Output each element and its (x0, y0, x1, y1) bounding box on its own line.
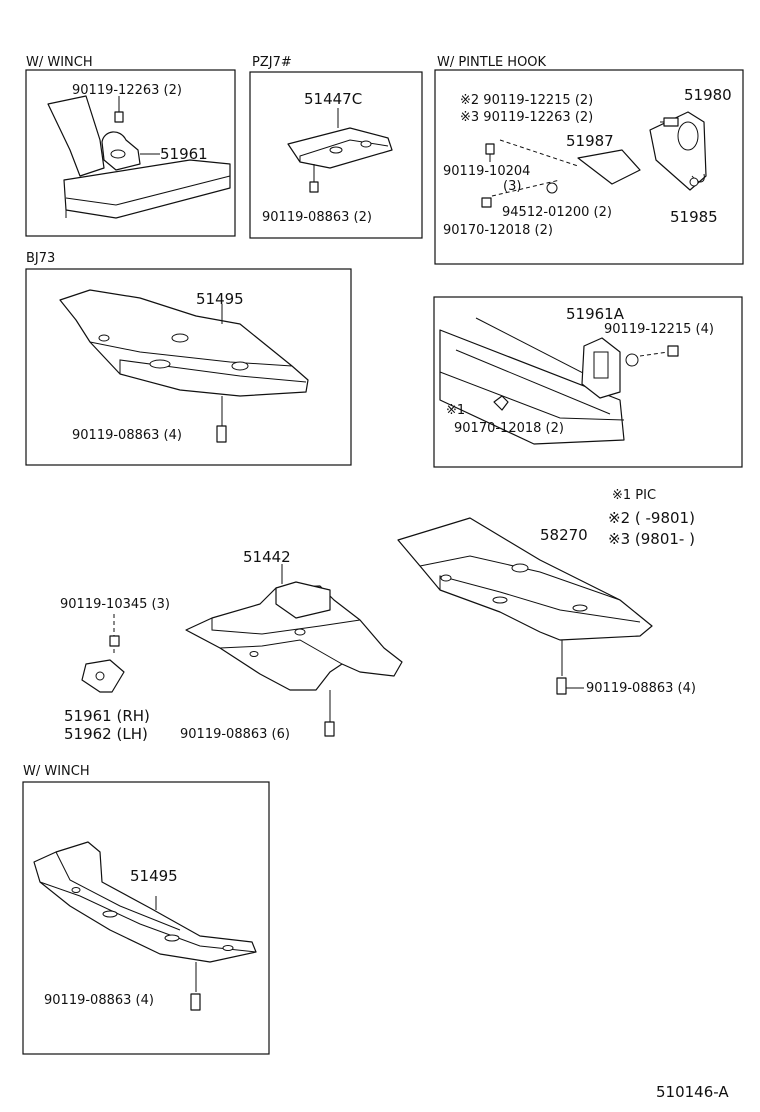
pzj7-plate-drawing (287, 108, 393, 193)
label-w1-bolt: 90119-12263 (2) (72, 83, 182, 98)
note-3: ※3 (9801- ) (608, 530, 695, 548)
winch-skid-plate-drawing (33, 841, 257, 1011)
label-tp-nut: 90170-12018 (2) (454, 421, 564, 436)
label-tp-part: 51961A (566, 305, 625, 323)
panel-pintle-hook (434, 69, 744, 265)
label-ph-pin: 51985 (670, 208, 718, 226)
panel-bj73 (25, 268, 352, 466)
towing-pipe-drawing (439, 317, 679, 445)
label-ph-nut: 90170-12018 (2) (443, 223, 553, 238)
label-tp-bolt: 90119-12215 (4) (604, 322, 714, 337)
panel-winch-bottom (22, 781, 270, 1055)
label-tp-mark: ※1 (446, 403, 465, 418)
panel-pzj7 (249, 71, 423, 239)
pintle-hook-drawing (481, 111, 707, 208)
label-c-bolt: 90119-08863 (6) (180, 727, 290, 742)
label-bj-part: 51495 (196, 290, 244, 308)
note-1: ※1 PIC (612, 488, 656, 503)
bj73-skid-plate-drawing (59, 289, 309, 443)
label-r-bolt: 90119-08863 (4) (586, 681, 696, 696)
label-w1-part: 51961 (160, 145, 208, 163)
panel-towing-pipe (433, 296, 743, 468)
label-pz-bolt: 90119-08863 (2) (262, 210, 372, 225)
label-c-rh: 51961 (RH) (64, 707, 150, 725)
section-title-winch-bottom: W/ WINCH (23, 764, 90, 779)
panel-winch-top (25, 69, 236, 237)
note-2: ※2 ( -9801) (608, 509, 695, 527)
label-w2-bolt: 90119-08863 (4) (44, 993, 154, 1008)
label-bj-bolt: 90119-08863 (4) (72, 428, 182, 443)
section-title-pintle-hook: W/ PINTLE HOOK (437, 55, 547, 70)
section-title-winch-top: W/ WINCH (26, 55, 93, 70)
label-ph-bolt-qty: (3) (503, 179, 521, 194)
winch-frame-drawing (47, 95, 231, 219)
section-title-pzj7: PZJ7# (252, 55, 292, 70)
rear-skid-plate-drawing (397, 517, 653, 695)
label-ph-washer: 94512-01200 (2) (502, 205, 612, 220)
label-ph-bolt-10204: 90119-10204 (443, 164, 530, 179)
label-ph-bolt-2: ※2 90119-12215 (2) (460, 93, 593, 108)
label-c-bolt-top: 90119-10345 (3) (60, 597, 170, 612)
center-skid-plate-drawing (81, 564, 403, 737)
label-ph-bracket: 51987 (566, 132, 614, 150)
label-pz-part: 51447C (304, 90, 362, 108)
label-w2-part: 51495 (130, 867, 178, 885)
label-c-lh: 51962 (LH) (64, 725, 148, 743)
section-title-bj73: BJ73 (26, 251, 55, 266)
diagram-reference-code: 510146-A (656, 1083, 729, 1101)
label-ph-hook: 51980 (684, 86, 732, 104)
label-r-part: 58270 (540, 526, 588, 544)
label-ph-bolt-3: ※3 90119-12263 (2) (460, 110, 593, 125)
label-c-part: 51442 (243, 548, 291, 566)
